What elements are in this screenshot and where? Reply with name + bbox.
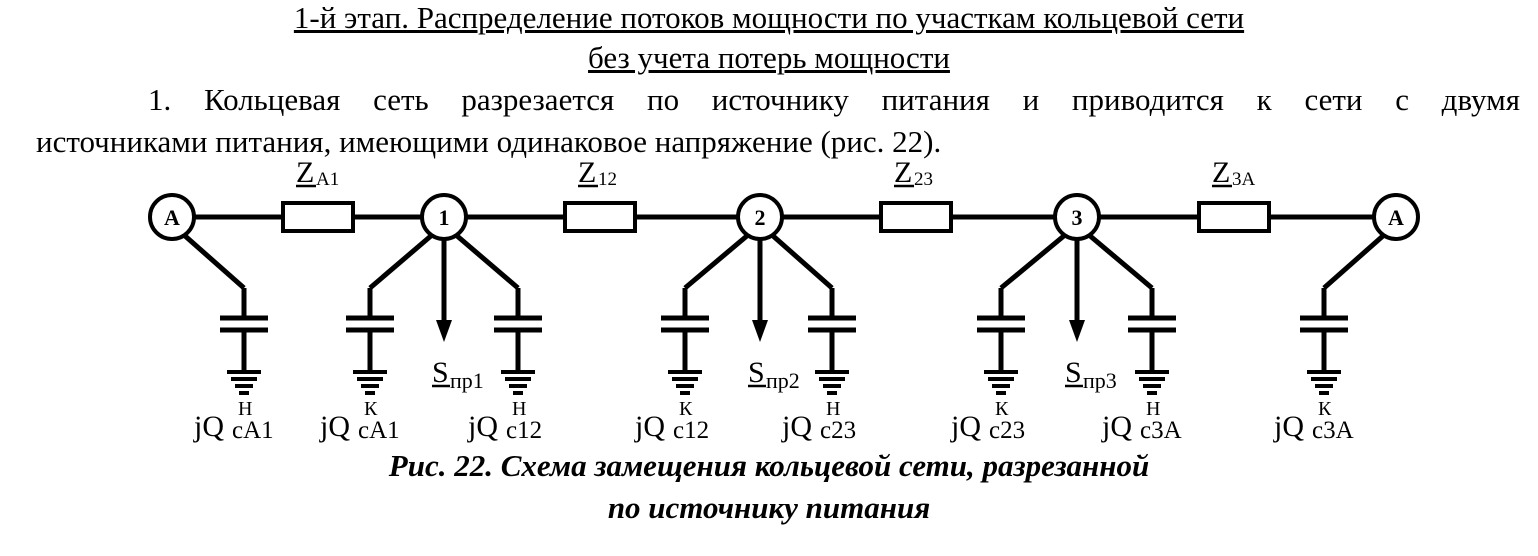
capacitor-label-superscript: Н (1146, 398, 1160, 420)
ground-icon (501, 370, 535, 395)
source-node: A (1372, 193, 1420, 241)
load-label: S (748, 356, 765, 389)
network-node: 3 (1053, 193, 1101, 241)
network-node: 2 (736, 193, 784, 241)
capacitor-label-superscript: К (679, 398, 693, 420)
node-label: 2 (755, 205, 766, 230)
capacitor (1300, 288, 1348, 395)
load-arrow (436, 239, 452, 342)
impedance-resistor (879, 201, 953, 233)
node-label: A (164, 205, 180, 230)
impedance-label-subscript: 23 (914, 169, 933, 190)
capacitor-label: jQ (950, 410, 981, 443)
ground-icon (984, 370, 1018, 395)
capacitor-label: jQ (634, 410, 665, 443)
capacitor-label-superscript: К (995, 398, 1009, 420)
capacitor-label-superscript: К (364, 398, 378, 420)
capacitor (494, 288, 542, 395)
load-label: S (432, 356, 449, 389)
load-label-subscript: пр3 (1083, 368, 1117, 393)
figure-caption-line-1: Рис. 22. Схема замещения кольцевой сети,… (388, 448, 1150, 483)
paragraph-line-1: 1. Кольцевая сеть разрезается по источни… (148, 82, 1520, 117)
capacitor (977, 288, 1025, 395)
impedance-label: Z (894, 156, 912, 189)
node-label: 3 (1072, 205, 1083, 230)
ground-icon (1307, 370, 1341, 395)
load-label: S (1065, 356, 1082, 389)
impedance-resistor (563, 201, 637, 233)
capacitor-label-superscript: К (1318, 398, 1332, 420)
capacitor-label-superscript: Н (826, 398, 840, 420)
paragraph-line-2: источниками питания, имеющими одинаковое… (36, 124, 942, 159)
load-arrow (1069, 239, 1085, 342)
capacitor (346, 288, 394, 395)
load-label-subscript: пр1 (450, 368, 484, 393)
load-arrow (752, 239, 768, 342)
impedance-label-subscript: A1 (316, 169, 339, 190)
capacitor-label: jQ (193, 410, 224, 443)
capacitor-label-subscript: c23 (989, 417, 1025, 444)
network-node: 1 (420, 193, 468, 241)
ground-icon (668, 370, 702, 395)
capacitor-label-subscript: cA1 (358, 417, 400, 444)
impedance-resistor (1197, 201, 1271, 233)
figure-caption-line-2: по источнику питания (607, 490, 931, 525)
capacitor-label-subscript: c3A (1140, 417, 1182, 444)
capacitor-label: jQ (467, 410, 498, 443)
capacitor-label: jQ (1101, 410, 1132, 443)
section-heading-line-2: без учета потерь мощности (588, 40, 950, 75)
section-heading-line-1: 1-й этап. Распределение потоков мощности… (293, 0, 1245, 35)
capacitor-label: jQ (781, 410, 812, 443)
ground-icon (353, 370, 387, 395)
node-label: A (1388, 205, 1404, 230)
impedance-label: Z (578, 156, 596, 189)
capacitor-label: jQ (1273, 410, 1304, 443)
capacitor-label-superscript: Н (238, 398, 252, 420)
ground-icon (815, 370, 849, 395)
impedance-resistor (281, 201, 355, 233)
capacitor-label-subscript: c3A (1312, 417, 1354, 444)
capacitor-label-subscript: c12 (506, 417, 542, 444)
ground-icon (227, 370, 261, 395)
capacitor-label-superscript: Н (512, 398, 526, 420)
node-label: 1 (439, 205, 450, 230)
capacitor-label-subscript: cA1 (232, 417, 274, 444)
capacitor (808, 288, 856, 395)
ground-icon (1135, 370, 1169, 395)
source-node: A (148, 193, 196, 241)
impedance-label: Z (296, 156, 314, 189)
capacitor (1128, 288, 1176, 395)
capacitor-label-subscript: c23 (820, 417, 856, 444)
capacitor (661, 288, 709, 395)
capacitor (220, 288, 268, 395)
impedance-label-subscript: 3A (1232, 169, 1256, 190)
impedance-label-subscript: 12 (598, 169, 617, 190)
impedance-label: Z (1212, 156, 1230, 189)
load-label-subscript: пр2 (766, 368, 800, 393)
capacitor-label: jQ (319, 410, 350, 443)
capacitor-label-subscript: c12 (673, 417, 709, 444)
